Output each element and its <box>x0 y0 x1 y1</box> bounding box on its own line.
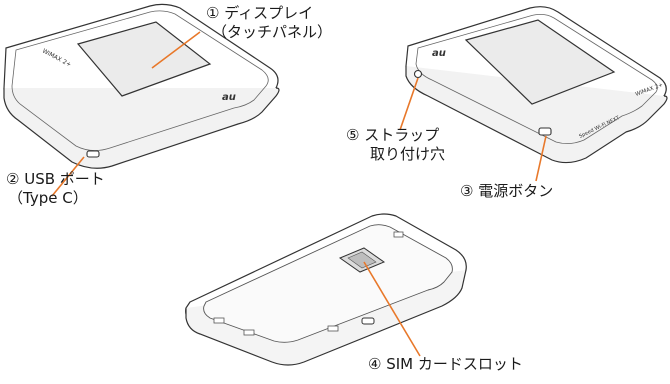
callout-sim-slot-line1: ④ SIM カードスロット <box>368 355 523 373</box>
strap-hole <box>413 69 423 79</box>
back-device: au WiMAX 2+ Speed Wi-Fi NEXT <box>405 6 668 164</box>
leader-power-button <box>535 135 547 182</box>
display-screen <box>76 21 212 97</box>
callout-strap-hole-line2: 取り付け穴 <box>370 145 446 163</box>
callout-sim-slot: ④ SIM カードスロット <box>368 355 523 374</box>
back-screen <box>464 19 616 105</box>
callout-strap-hole-line1: ⑤ ストラップ <box>346 126 440 144</box>
callout-usb-port: ② USB ポート （Type C） <box>6 170 105 208</box>
tray-clip-1 <box>213 317 225 324</box>
front-device-bezel <box>11 10 269 151</box>
tray-clip-4 <box>393 231 404 238</box>
back-logo-text: au <box>432 48 446 59</box>
open-tray <box>185 213 467 366</box>
power-button <box>538 127 552 136</box>
callout-power-button: ③ 電源ボタン <box>460 182 553 201</box>
leader-lines <box>51 31 547 357</box>
front-device: WiMAX 2+ au <box>3 3 280 169</box>
callout-display: ① ディスプレイ （タッチパネル） <box>206 4 332 42</box>
callout-strap-hole: ⑤ ストラップ 取り付け穴 <box>346 126 445 164</box>
callout-display-line2: （タッチパネル） <box>212 23 333 41</box>
back-device-bezel <box>415 14 658 144</box>
tray-inner-cavity <box>203 224 453 343</box>
front-device-side <box>3 87 280 169</box>
tray-port-cutout <box>361 317 375 325</box>
leader-usb-port <box>51 156 85 197</box>
usb-port <box>86 150 100 158</box>
callout-usb-port-line1: ② USB ポート <box>6 170 105 188</box>
callout-usb-port-line2: （Type C） <box>8 189 88 207</box>
sim-card-contacts <box>347 251 377 269</box>
callout-display-line1: ① ディスプレイ <box>206 4 314 22</box>
tray-clip-2 <box>243 329 255 336</box>
front-logo-text: au <box>222 92 236 103</box>
callout-power-button-line1: ③ 電源ボタン <box>460 182 554 200</box>
leader-display <box>151 31 201 69</box>
tray-clip-3 <box>327 325 339 332</box>
back-device-side <box>405 66 668 164</box>
leader-sim-slot <box>363 261 421 357</box>
leader-strap-hole <box>399 77 419 131</box>
